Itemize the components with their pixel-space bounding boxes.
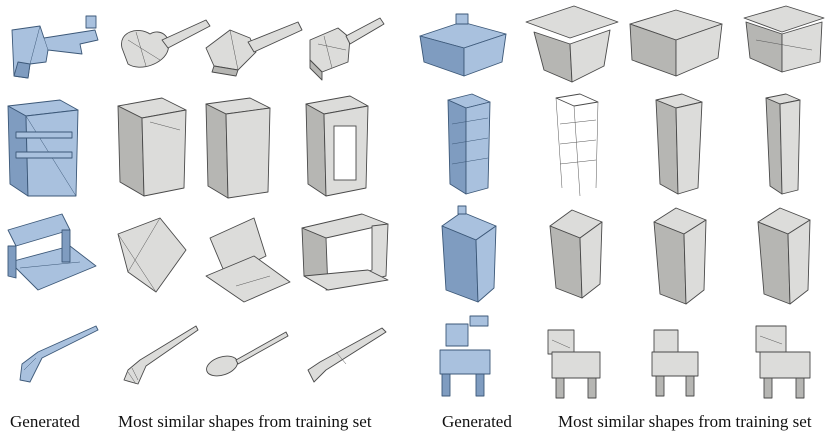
generated-shape-row4-right (439, 315, 491, 397)
similar-shape-row2-right-c (765, 93, 801, 195)
similar-shape-row1-right-b (629, 9, 723, 77)
similar-caption-right: Most similar shapes from training set (558, 412, 812, 431)
generated-shape-row2-left (7, 99, 79, 197)
similar-shape-row4-left-c (307, 327, 387, 383)
similar-shape-row4-left-b (206, 331, 289, 377)
similar-shape-row4-left-a (123, 325, 199, 385)
generated-shape-row1-left (11, 15, 99, 79)
similar-shape-row4-right-c (755, 325, 811, 399)
similar-caption-left: Most similar shapes from training set (118, 412, 372, 431)
similar-shape-row3-left-c (301, 213, 389, 291)
similar-shape-row1-left-a (121, 19, 211, 68)
similar-shape-row2-right-a (555, 93, 599, 197)
similar-shape-row2-left-a (117, 97, 187, 197)
similar-shape-row1-right-a (525, 5, 619, 83)
similar-shape-row4-right-a (547, 329, 601, 399)
similar-shape-row3-left-a (117, 217, 187, 293)
similar-shape-row2-right-b (655, 93, 703, 195)
similar-shape-row1-left-b (205, 21, 303, 77)
generated-shape-row1-right (419, 13, 507, 77)
generated-shape-row2-right (447, 93, 491, 195)
similar-shape-row2-left-c (305, 95, 369, 197)
similar-shape-row4-right-b (651, 329, 699, 397)
shape-grid: .g { fill: #a9c1de; stroke: #3c5878; str… (7, 5, 825, 399)
generated-caption-left: Generated (10, 412, 80, 431)
generated-shape-row3-right (441, 205, 497, 303)
generated-caption-right: Generated (442, 412, 512, 431)
generated-shape-row4-left (19, 325, 99, 383)
similar-shape-row2-left-b (205, 97, 271, 199)
generated-shape-row3-left (7, 213, 97, 291)
similar-shape-row3-left-b (205, 217, 291, 303)
similar-shape-row1-right-c (743, 5, 825, 73)
similar-shape-row3-right-a (549, 209, 603, 299)
similar-shape-row3-right-c (757, 207, 811, 305)
similar-shape-row3-right-b (653, 207, 707, 305)
similar-shape-row1-left-c (309, 17, 385, 81)
